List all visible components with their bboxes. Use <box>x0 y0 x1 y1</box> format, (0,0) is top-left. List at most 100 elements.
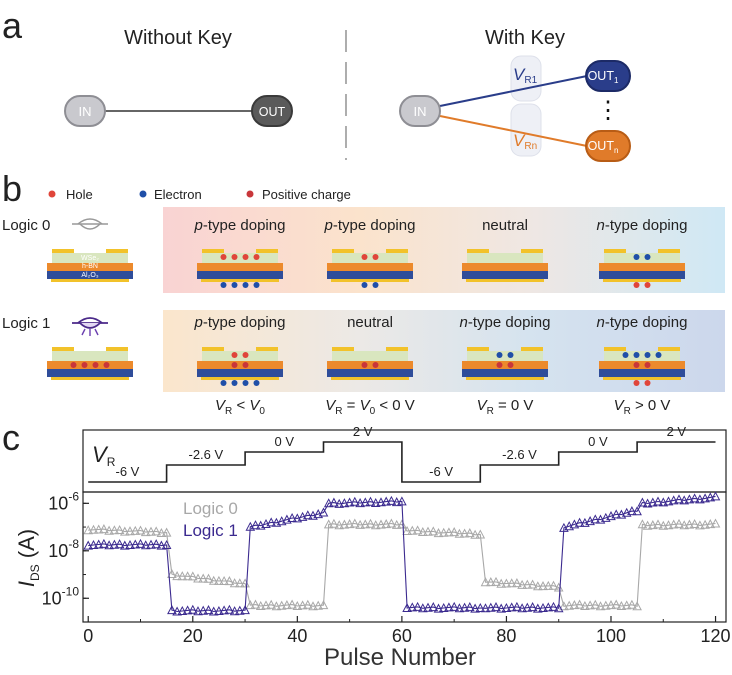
data-point <box>674 518 684 528</box>
series-logic-1 <box>83 491 721 616</box>
data-point <box>287 599 297 609</box>
doping-label: p-type doping <box>194 217 286 234</box>
data-point <box>391 519 402 529</box>
hbn-layer <box>327 361 413 369</box>
electron-legend-label: Electron <box>154 187 202 202</box>
data-point <box>611 599 622 609</box>
data-point <box>689 518 700 528</box>
in-node-right <box>399 95 441 127</box>
data-point <box>125 539 135 549</box>
series-logic-0 <box>83 518 721 611</box>
data-point <box>302 510 313 520</box>
data-point <box>459 528 470 538</box>
data-point <box>318 600 329 610</box>
data-point <box>710 518 721 528</box>
data-point <box>438 527 449 537</box>
vr-step-label: -2.6 V <box>502 447 537 462</box>
data-point <box>553 603 564 613</box>
reference-device-logic1 <box>47 347 133 380</box>
doping-type-text: -type doping <box>333 217 416 234</box>
top-contact-right <box>386 347 408 351</box>
top-contact-right <box>658 249 680 253</box>
data-point <box>203 573 214 583</box>
data-point <box>287 512 297 522</box>
data-point <box>391 497 402 507</box>
data-point <box>559 601 569 611</box>
top-contact-right <box>256 347 278 351</box>
plot-frame <box>82 491 727 623</box>
data-point <box>637 519 648 529</box>
data-point <box>370 520 381 530</box>
outn-node <box>585 130 631 162</box>
cond-v: V <box>325 397 337 414</box>
data-point <box>705 492 716 502</box>
data-point <box>627 599 637 609</box>
data-point <box>569 600 580 610</box>
electron-dot <box>372 282 379 288</box>
lamp-on-icon <box>72 317 108 336</box>
hbn-layer <box>47 361 133 369</box>
data-point <box>695 520 705 530</box>
doping-type-text: neutral <box>347 314 393 331</box>
positive-charge-dot <box>372 362 379 368</box>
out1-sub: 1 <box>614 76 619 85</box>
data-point <box>512 601 522 611</box>
doping-type-letter: n <box>597 314 605 331</box>
outn-sub: n <box>614 146 618 155</box>
x-tick-label: 60 <box>392 626 412 646</box>
vrn-label: VRn <box>513 131 537 152</box>
doping-type-letter: n <box>460 314 468 331</box>
out1-node-label: OUT1 <box>588 69 619 85</box>
data-point <box>182 571 193 581</box>
doping-type-text: -type doping <box>203 217 286 234</box>
data-point <box>485 577 496 587</box>
data-point <box>339 498 350 508</box>
data-point <box>464 602 475 612</box>
wse2-layer <box>332 253 408 263</box>
doping-type-letter: n <box>597 217 605 234</box>
out1-node <box>585 60 631 92</box>
vertical-dots: ⋮ <box>596 97 620 124</box>
vr-label: VR <box>92 442 116 469</box>
doping-type-text: neutral <box>482 217 528 234</box>
data-point <box>632 506 642 516</box>
data-point <box>240 605 250 615</box>
top-contact-right <box>521 249 543 253</box>
data-point <box>433 603 444 613</box>
x-tick-label: 40 <box>287 626 307 646</box>
y-tick-exponent: -6 <box>68 489 79 503</box>
bottom-gate <box>466 377 544 380</box>
data-point <box>344 519 355 529</box>
data-point <box>187 604 198 614</box>
data-point <box>538 581 548 591</box>
data-point <box>83 525 94 535</box>
data-point <box>496 578 507 588</box>
data-point <box>140 527 151 537</box>
outn-node-label: OUTn <box>588 139 619 155</box>
logic0-label: Logic 0 <box>2 217 50 234</box>
x-tick-label: 0 <box>83 626 93 646</box>
data-point <box>538 602 548 612</box>
top-contact-right <box>521 347 543 351</box>
data-point <box>386 518 397 528</box>
bottom-gate <box>201 279 279 282</box>
data-point <box>167 605 177 615</box>
data-point <box>229 578 240 588</box>
electron-dot <box>655 352 662 358</box>
vr1-sub: R1 <box>524 75 537 86</box>
doping-label: n-type doping <box>597 314 688 331</box>
positive-charge-dot <box>242 362 249 368</box>
data-point <box>203 605 214 615</box>
data-point <box>423 602 433 612</box>
top-contact-left <box>604 347 626 351</box>
doping-label: neutral <box>482 217 528 234</box>
data-point <box>668 495 679 505</box>
data-point <box>527 579 538 589</box>
vr-step-label: 0 V <box>588 434 608 449</box>
logic1-label: Logic 1 <box>2 315 50 332</box>
data-point <box>407 525 418 535</box>
data-point <box>611 509 622 519</box>
hole-dot <box>372 254 379 260</box>
data-point <box>355 498 365 508</box>
hbn-layer <box>599 263 685 271</box>
